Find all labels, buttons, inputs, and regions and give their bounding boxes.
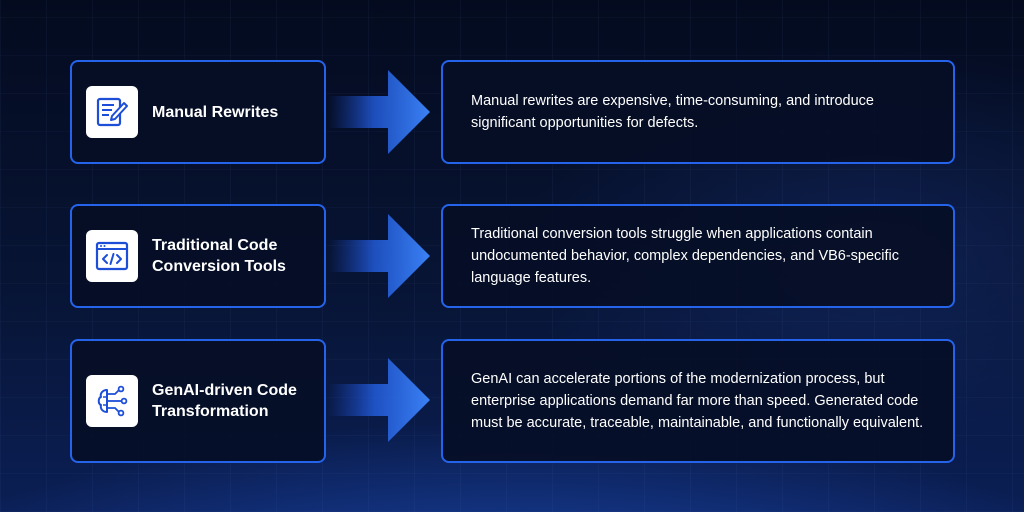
arrow-right-icon — [328, 358, 430, 442]
approach-title: Traditional Code Conversion Tools — [152, 237, 286, 275]
arrow-right-icon — [328, 70, 430, 154]
approach-title: GenAI-driven Code Transformation — [152, 382, 297, 420]
approach-title: Manual Rewrites — [152, 103, 279, 121]
approach-description: GenAI can accelerate portions of the mod… — [471, 371, 924, 431]
approach-description: Traditional conversion tools struggle wh… — [471, 226, 900, 286]
description-card-manual-rewrites: Manual rewrites are expensive, time-cons… — [441, 60, 955, 164]
approach-description: Manual rewrites are expensive, time-cons… — [471, 93, 874, 131]
document-edit-icon — [86, 86, 138, 138]
approach-card-traditional-tools: Traditional Code Conversion Tools — [70, 204, 326, 308]
code-window-icon — [86, 230, 138, 282]
description-card-traditional-tools: Traditional conversion tools struggle wh… — [441, 204, 955, 308]
description-card-genai: GenAI can accelerate portions of the mod… — [441, 339, 955, 463]
ai-brain-circuit-icon — [86, 375, 138, 427]
approach-card-genai: GenAI-driven Code Transformation — [70, 339, 326, 463]
arrow-right-icon — [328, 214, 430, 298]
approach-card-manual-rewrites: Manual Rewrites — [70, 60, 326, 164]
